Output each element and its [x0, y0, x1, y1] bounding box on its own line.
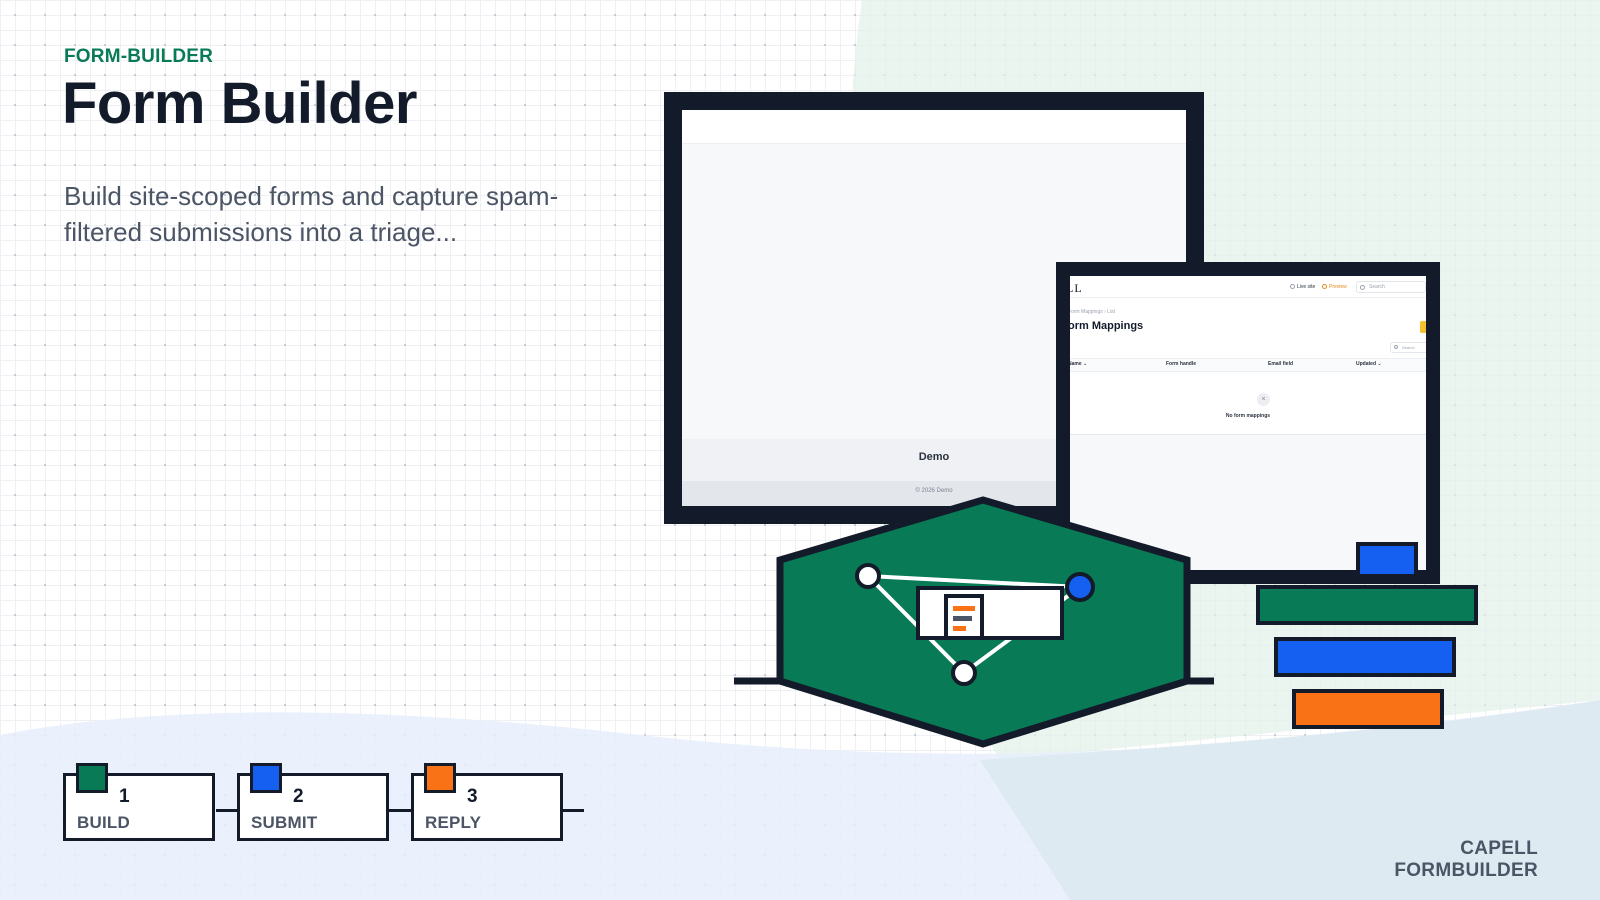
- demo-site-topbar: [682, 110, 1186, 144]
- step-card-submit[interactable]: 2 SUBMIT: [237, 763, 389, 841]
- search-icon: [1360, 285, 1365, 290]
- table-search-placeholder: Search: [1402, 345, 1415, 350]
- admin-lower-area: [1070, 435, 1426, 570]
- admin-page-title: orm Mappings: [1068, 320, 1144, 332]
- table-divider: [1070, 434, 1426, 435]
- preview-link[interactable]: Preview: [1322, 284, 1347, 290]
- brand-label: CAPELL FORMBUILDER: [1394, 838, 1538, 881]
- admin-logo[interactable]: LL: [1066, 281, 1083, 295]
- live-site-label: Live site: [1297, 284, 1316, 290]
- background-teal-wave: [980, 700, 1600, 900]
- admin-navbar: [1070, 276, 1426, 298]
- column-header-form-handle[interactable]: Form handle: [1166, 361, 1197, 367]
- admin-screen: LL Live site Preview Search Form Mapping…: [1056, 262, 1440, 584]
- eye-icon: [1322, 284, 1327, 289]
- column-header-name[interactable]: Name ⌄: [1068, 361, 1088, 367]
- step-swatch: [424, 763, 456, 793]
- breadcrumb[interactable]: Form Mappings › List: [1068, 309, 1115, 315]
- step-number: 2: [293, 786, 304, 807]
- step-number: 3: [467, 786, 478, 807]
- admin-search-input[interactable]: Search: [1356, 281, 1426, 293]
- steps-connector: [216, 809, 584, 812]
- empty-state-icon: ×: [1257, 393, 1270, 406]
- step-label: REPLY: [425, 813, 482, 832]
- search-icon: [1394, 345, 1398, 349]
- step-label: BUILD: [77, 813, 130, 832]
- column-header-email-field[interactable]: Email field: [1268, 361, 1294, 367]
- page-title: Form Builder: [62, 71, 417, 136]
- globe-icon: [1290, 284, 1295, 289]
- empty-state-text: No form mappings: [1225, 413, 1271, 419]
- step-number: 1: [119, 786, 130, 807]
- table-search-input[interactable]: Search: [1390, 342, 1426, 353]
- column-header-updated[interactable]: Updated ⌄: [1356, 361, 1382, 367]
- demo-copyright: © 2026 Demo: [915, 488, 953, 494]
- live-site-link[interactable]: Live site: [1290, 284, 1315, 290]
- step-label: SUBMIT: [251, 813, 318, 832]
- preview-label: Preview: [1329, 284, 1347, 290]
- step-swatch: [76, 763, 108, 793]
- admin-search-placeholder: Search: [1369, 284, 1385, 290]
- page-description: Build site-scoped forms and capture spam…: [64, 181, 559, 247]
- eyebrow-label: FORM-BUILDER: [64, 46, 214, 67]
- step-card-build[interactable]: 1 BUILD: [63, 763, 215, 841]
- demo-footer-label[interactable]: Demo: [918, 451, 950, 463]
- step-card-reply[interactable]: 3 REPLY: [411, 763, 563, 841]
- table-header-row: [1070, 358, 1426, 372]
- new-mapping-button[interactable]: New: [1420, 321, 1426, 333]
- step-swatch: [250, 763, 282, 793]
